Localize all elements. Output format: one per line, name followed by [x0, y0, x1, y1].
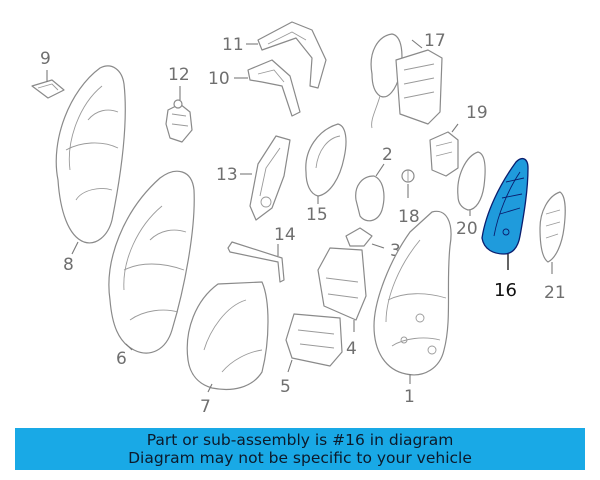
part-17-module	[370, 33, 443, 129]
parts-diagram: 9 8 12 6 11 10	[31, 21, 566, 417]
part-21-rail	[539, 191, 566, 263]
leader-17	[411, 39, 423, 49]
part-10-trim	[247, 59, 301, 117]
callout-6: 6	[116, 349, 127, 369]
leader-5	[287, 359, 293, 373]
leader-2	[375, 163, 385, 177]
callout-18: 18	[398, 207, 420, 227]
part-9-bracket	[31, 79, 65, 99]
leader-19	[451, 123, 459, 133]
leader-6	[125, 343, 133, 351]
part-16-highlighted[interactable]	[481, 157, 529, 255]
callout-10: 10	[208, 69, 230, 89]
part-4-lower-panel	[317, 247, 367, 321]
part-13-side-panel	[249, 135, 291, 221]
callout-11: 11	[222, 35, 244, 55]
banner-line-2: Diagram may not be specific to your vehi…	[128, 449, 472, 467]
callout-8: 8	[63, 255, 74, 275]
leader-8	[71, 241, 79, 255]
callout-12: 12	[168, 65, 190, 85]
part-11-trim	[257, 21, 327, 89]
part-14-bar	[227, 241, 285, 283]
part-12-actuator	[165, 99, 193, 143]
part-20-cover	[457, 151, 486, 211]
part-1-seat-frame	[373, 210, 452, 376]
callout-17: 17	[424, 31, 446, 51]
leader-3	[371, 243, 385, 249]
callout-4: 4	[346, 339, 357, 359]
callout-20: 20	[456, 219, 478, 239]
callout-19: 19	[466, 103, 488, 123]
callout-21: 21	[544, 283, 566, 303]
info-banner: Part or sub-assembly is #16 in diagram D…	[15, 428, 585, 470]
part-15-side-bolster	[305, 123, 347, 197]
banner-line-1: Part or sub-assembly is #16 in diagram	[146, 431, 454, 449]
part-7-cushion-cover	[186, 281, 269, 391]
part-8-seat-back-cover	[55, 65, 126, 244]
callout-3: 3	[390, 241, 401, 261]
callout-13: 13	[216, 165, 238, 185]
leader-7	[207, 383, 213, 393]
part-19-bracket	[429, 131, 459, 177]
callout-9: 9	[40, 49, 51, 69]
part-5-cushion-pad	[285, 313, 343, 367]
part-3-clip	[345, 227, 373, 247]
part-18-fastener	[401, 169, 415, 183]
part-6-seat-back-pad	[108, 170, 195, 354]
callout-5: 5	[280, 377, 291, 397]
callout-2: 2	[382, 145, 393, 165]
part-2-small-pad	[355, 175, 385, 222]
callout-16: 16	[494, 280, 517, 301]
callout-7: 7	[200, 397, 211, 417]
callout-1: 1	[404, 387, 415, 407]
callout-15: 15	[306, 205, 328, 225]
callout-14: 14	[274, 225, 296, 245]
